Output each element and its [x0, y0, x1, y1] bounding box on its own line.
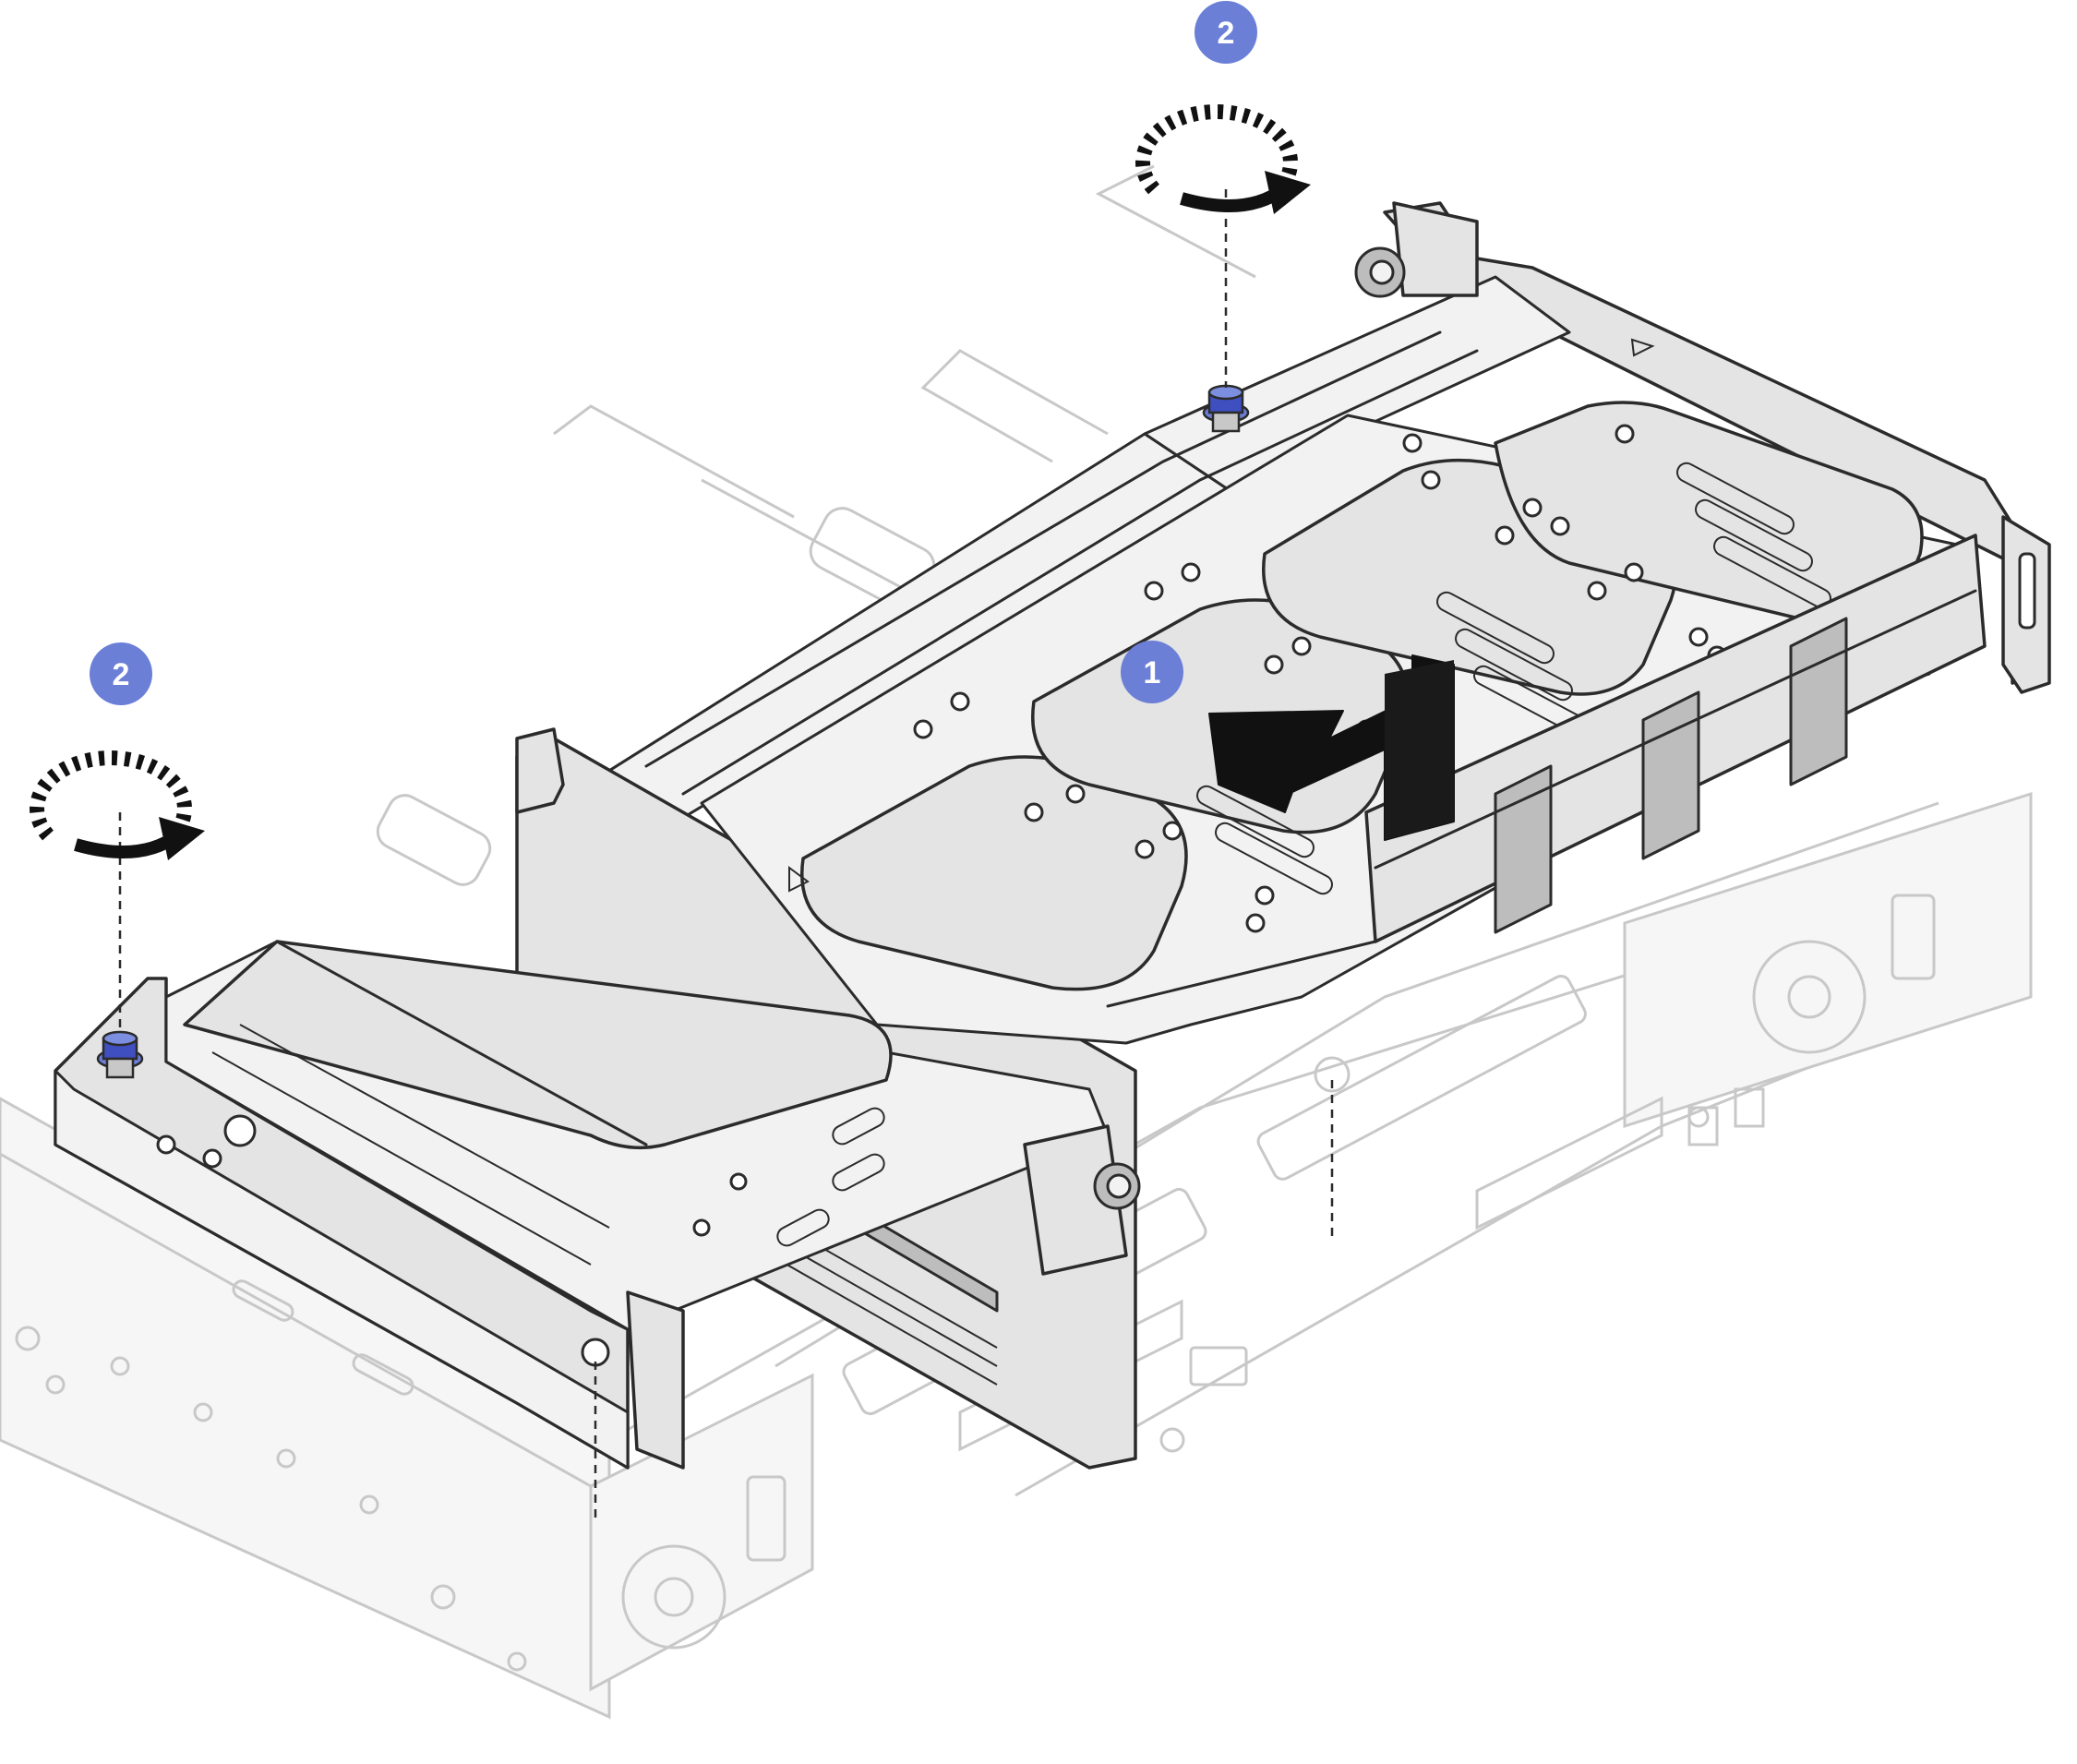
rotate-clockwise-arrow-icon — [1135, 104, 1311, 214]
svg-text:1: 1 — [1144, 655, 1161, 690]
slide-direction-arrow-icon — [1208, 654, 1455, 841]
psu-right-ghost — [1623, 791, 2033, 1129]
riser-cage-assembly — [54, 201, 2051, 1470]
thumbscrew-left — [96, 1030, 144, 1079]
rear-bracket-thumbscrew — [1354, 201, 1479, 298]
rotate-clockwise-arrow-icon-left — [30, 750, 205, 860]
server-chassis-ghost — [0, 164, 2033, 1720]
front-bracket-thumbscrew — [1023, 1124, 1141, 1276]
svg-text:2: 2 — [113, 657, 130, 692]
svg-text:2: 2 — [1218, 16, 1235, 51]
callout-step-2-top: 2 — [1195, 1, 1257, 64]
psu-left-ghost — [589, 1373, 814, 1692]
callout-step-1: 1 — [1121, 641, 1183, 703]
callout-step-2-left: 2 — [90, 642, 152, 705]
